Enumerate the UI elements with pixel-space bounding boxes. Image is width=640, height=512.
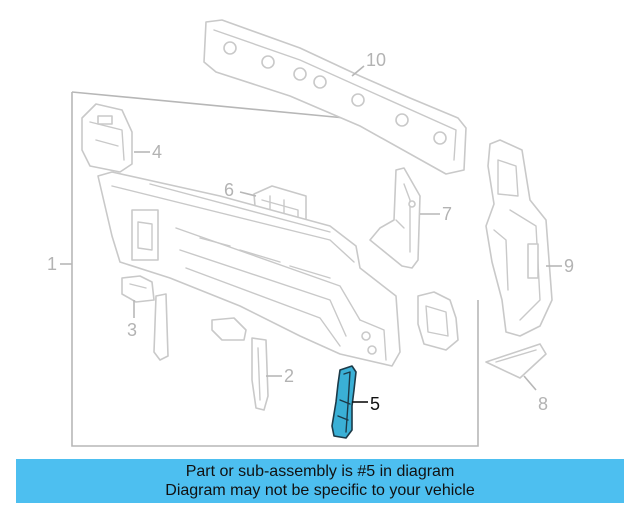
- part-5-highlighted-bracket: [331, 365, 357, 439]
- banner-line-2: Diagram may not be specific to your vehi…: [165, 482, 475, 499]
- part-10-upper-rail: [203, 19, 467, 175]
- part-7-gusset: [369, 167, 421, 269]
- callout-6: 6: [224, 180, 234, 200]
- callout-5[interactable]: 5: [370, 394, 380, 414]
- banner-line-1: Part or sub-assembly is #5 in diagram: [185, 463, 455, 480]
- callout-1: 1: [47, 254, 57, 274]
- leader-6: [239, 191, 257, 197]
- part-4-bracket: [81, 103, 133, 173]
- callout-2: 2: [284, 366, 294, 386]
- callout-10: 10: [366, 50, 386, 70]
- part-3-bracket: [121, 275, 247, 361]
- callout-4: 4: [152, 142, 162, 162]
- part-1-rear-panel: [97, 171, 401, 367]
- part-1-right-bracket: [417, 291, 459, 351]
- callout-7: 7: [442, 204, 452, 224]
- callout-9: 9: [564, 256, 574, 276]
- leader-8: [523, 375, 537, 391]
- info-banner: Part or sub-assembly is #5 in diagram Di…: [16, 459, 624, 503]
- part-9-pillar: [485, 139, 553, 337]
- assembly-1-bracket: [71, 92, 479, 447]
- callout-3: 3: [127, 320, 137, 340]
- leader-10: [351, 65, 365, 77]
- assembly-1-bracket-top: [71, 91, 346, 119]
- parts-diagram: 1 2 3 4 5 6 7 8 9 10: [47, 19, 574, 447]
- callout-8: 8: [538, 394, 548, 414]
- part-8-plate: [485, 343, 547, 379]
- part-2-bracket: [251, 337, 269, 411]
